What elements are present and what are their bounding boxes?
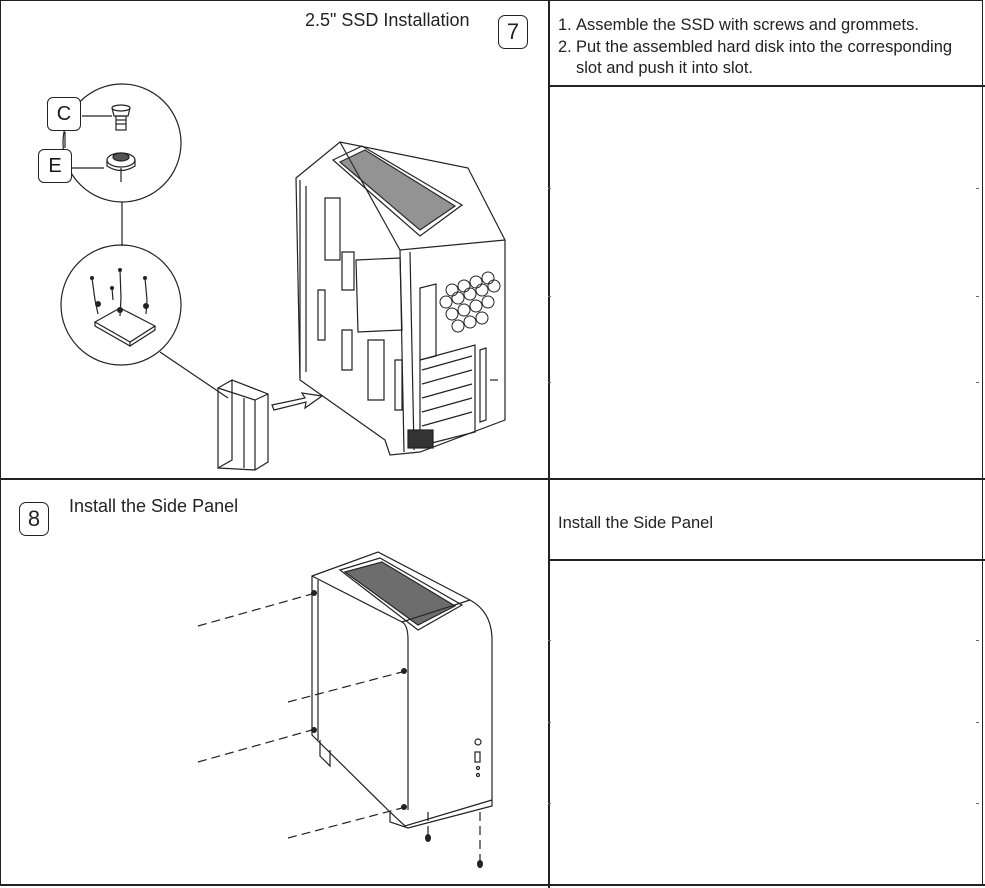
- part-label-c: C: [47, 97, 81, 131]
- ssd-drive: [217, 378, 269, 471]
- row-divider: [0, 478, 985, 480]
- step7-instructions: 1.Assemble the SSD with screws and gromm…: [558, 15, 978, 80]
- step7-number-badge: 7: [498, 15, 528, 49]
- margin-tick: [548, 188, 551, 189]
- instruction-item: 2.Put the assembled hard disk into the c…: [558, 37, 953, 78]
- insert-arrow-icon: [271, 392, 324, 411]
- margin-tick: [548, 382, 551, 383]
- margin-tick: [548, 296, 551, 297]
- part-label-e: E: [38, 149, 72, 183]
- margin-tick: [976, 188, 979, 189]
- ssd-assembly-circle: [60, 244, 182, 366]
- screw-points: [311, 590, 483, 868]
- ssd-installation-diagram: [60, 83, 506, 471]
- margin-tick: [548, 803, 551, 804]
- step8-instruction: Install the Side Panel: [558, 514, 714, 532]
- margin-tick: [548, 640, 551, 641]
- step7-instruction-divider: [549, 85, 985, 87]
- step8-number-badge: 8: [19, 502, 49, 536]
- step7-title: 2.5" SSD Installation: [305, 10, 470, 30]
- pc-case-illustration: [295, 141, 506, 456]
- screw-icon: [111, 104, 131, 131]
- margin-tick: [976, 296, 979, 297]
- margin-tick: [976, 640, 979, 641]
- fan-grill: [439, 271, 501, 333]
- column-divider: [548, 0, 550, 888]
- margin-tick: [976, 382, 979, 383]
- side-panel-diagram: [197, 551, 493, 868]
- grommet-icon: [106, 152, 136, 182]
- step8-title: Install the Side Panel: [69, 496, 239, 516]
- page-bottom-rule: [0, 884, 985, 886]
- instruction-item: 1.Assemble the SSD with screws and gromm…: [558, 16, 919, 34]
- screw-guide-lines: [197, 593, 481, 862]
- step8-instruction-divider: [549, 559, 985, 561]
- margin-tick: [976, 803, 979, 804]
- margin-tick: [548, 722, 551, 723]
- margin-tick: [976, 722, 979, 723]
